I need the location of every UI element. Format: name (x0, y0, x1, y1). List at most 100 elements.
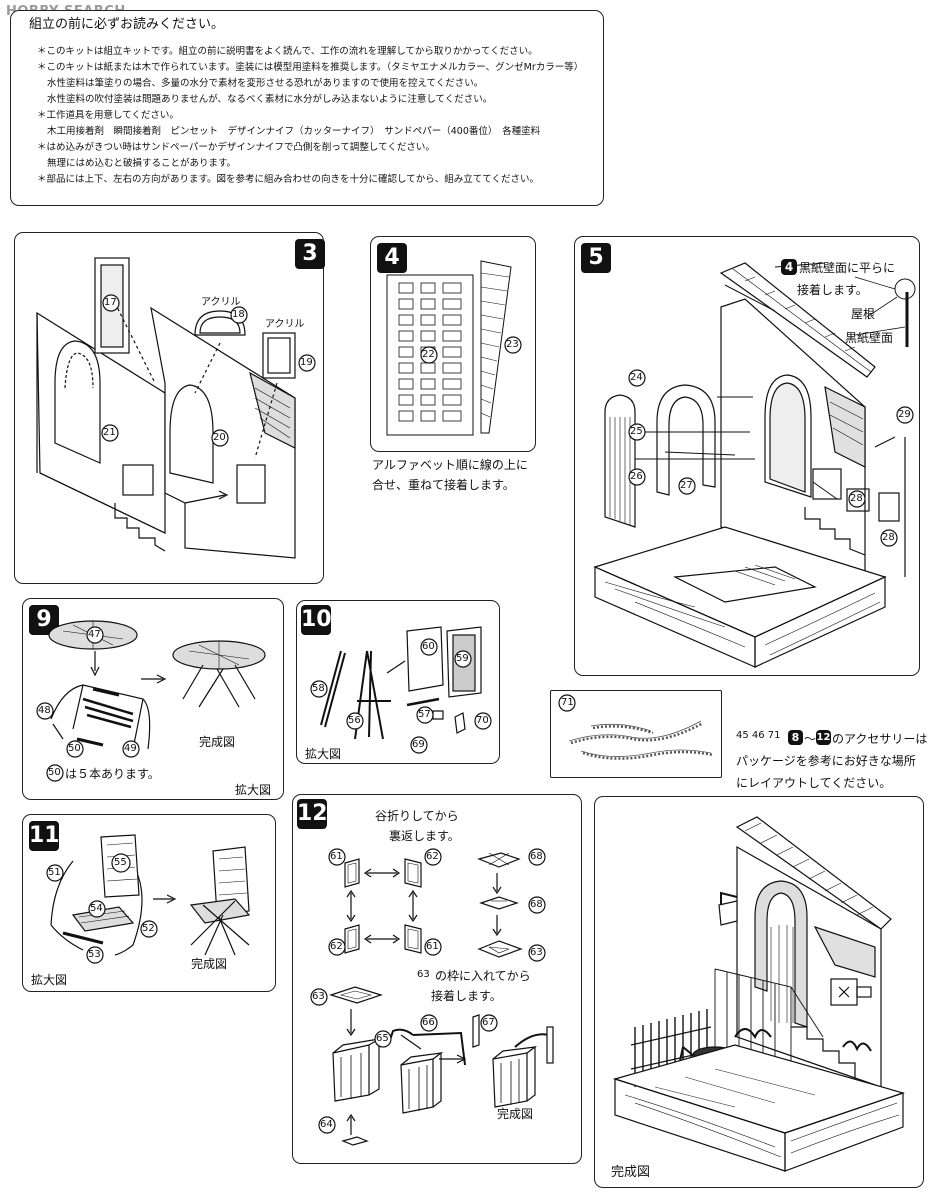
zoom-label: 拡大図 (31, 973, 68, 987)
notice-line: ＊はめ込みがきつい時はサンドペーパーかデザインナイフで凸側を削って調整してくださ… (37, 142, 435, 153)
part-number: 29 (898, 409, 911, 420)
notice-line: 無理にはめ込むと破損することがあります。 (47, 158, 237, 169)
fold-note: 谷折りしてから (375, 809, 459, 823)
accessory-note: パッケージを参考にお好きな場所 (736, 754, 916, 768)
step-ref-badge: 4 (781, 259, 797, 275)
part-number: 62 (330, 941, 343, 952)
accessory-note: のアクセサリーは (832, 732, 928, 746)
facade-assembly-illustration (593, 262, 916, 668)
part-number: 65 (376, 1033, 389, 1044)
part-number: 49 (124, 743, 137, 754)
step-9-panel: 9 47 48 49 50 完成図 50 は５本あります。 拡大図 (22, 598, 284, 800)
step-4-note: 合せ、重ねて接着します。 (372, 478, 515, 492)
part-number: 17 (104, 297, 117, 308)
part-number: 24 (630, 372, 643, 383)
step-11-panel: 11 55 51 54 52 53 完成図 拡大図 (22, 814, 276, 992)
notice-line: ＊工作道具を用意してください。 (37, 110, 179, 121)
notice-line: 水性塗料の吹付塗装は問題ありませんが、なるべく素材に水分がしみ込まないように注意… (47, 94, 493, 105)
part-number: 70 (476, 715, 489, 726)
step-number: 5 (581, 243, 611, 273)
part-number: 53 (88, 949, 101, 960)
part-number: 20 (213, 432, 226, 443)
part-number: 54 (90, 903, 103, 914)
notice-line: 木工用接着剤 瞬間接着剤 ピンセット デザインナイフ（カッターナイフ） サンドペ… (47, 126, 541, 137)
complete-label: 完成図 (497, 1107, 534, 1121)
notice-line: ＊このキットは組立キットです。組立の前に説明書をよく読んで、工作の流れを理解して… (37, 46, 538, 57)
accessory-note: にレイアウトしてください。 (736, 776, 892, 790)
part-number: 62 (426, 851, 439, 862)
part-number: 25 (630, 426, 643, 437)
step-5-note: 黒紙壁面に平らに (799, 261, 896, 275)
notice-line: ＊部品には上下、左右の方向があります。図を参考に組み合わせの向きを十分に確認して… (37, 174, 539, 185)
part-number: 59 (456, 653, 469, 664)
step-5-note: 接着します。 (797, 283, 868, 297)
notice-line: ＊このキットは紙または木で作られています。塗装には模型用塗料を推奨します。（タミ… (37, 62, 584, 73)
step-4-panel: 4 22 23 (370, 236, 536, 452)
part-number: 23 (506, 339, 519, 350)
part-number: 56 (348, 715, 361, 726)
part-71-panel: 71 (550, 690, 722, 778)
part-number: 52 (142, 923, 155, 934)
step-4-note: アルファベット順に線の上に (372, 458, 528, 472)
frame-note: 接着します。 (431, 989, 502, 1003)
wall-label: 黒紙壁面 (845, 331, 894, 345)
part-number: 51 (48, 867, 61, 878)
step-ref-badge: 8 (788, 730, 803, 745)
part-number: 28 (850, 493, 863, 504)
part-number: 63 (312, 991, 325, 1002)
step-10-panel: 10 60 59 58 56 57 70 69 拡大図 (296, 600, 500, 764)
final-caption: 完成図 (611, 1165, 651, 1180)
easel-assembly-illustration (310, 626, 492, 754)
part-number: 57 (418, 709, 431, 720)
part-number: 61 (426, 941, 439, 952)
part-number-ref: 63 (417, 969, 430, 980)
step-12-panel: 12 (292, 794, 582, 1164)
roof-tile-sheet-illustration (386, 260, 522, 436)
complete-label: 完成図 (199, 735, 236, 749)
step-number: 10 (301, 605, 332, 635)
part-number: 50 (68, 743, 81, 754)
step-3-panel: 3 (14, 232, 325, 584)
step-5-panel: 5 (574, 236, 920, 676)
part-number: 27 (680, 480, 693, 491)
step-ref-badge: 12 (816, 730, 831, 745)
part-number: 68 (530, 899, 543, 910)
step-number: 9 (29, 605, 59, 635)
part-number: 58 (312, 683, 325, 694)
notice-line: 水性塗料は筆塗りの場合、多量の水分で素材を変形させる恐れがありますので使用を控え… (47, 78, 484, 89)
part-number: 68 (530, 851, 543, 862)
part-number: 28 (882, 532, 895, 543)
chair-assembly-illustration (46, 834, 251, 964)
acrylic-label: アクリル (265, 319, 305, 330)
zoom-label: 拡大図 (305, 747, 342, 761)
notice-box: 組立の前に必ずお読みください。 ＊このキットは組立キットです。組立の前に説明書を… (10, 10, 604, 206)
completed-diorama-illustration (612, 816, 906, 1172)
part-number: 22 (422, 349, 435, 360)
part-number: 69 (412, 739, 425, 750)
part-number: 71 (561, 697, 574, 708)
part-number: 21 (103, 427, 116, 438)
step-number: 4 (377, 243, 407, 273)
roof-label: 屋根 (851, 307, 876, 321)
part-number: 18 (232, 309, 245, 320)
complete-label: 完成図 (191, 957, 228, 971)
lantern-assembly-illustration (310, 848, 554, 1146)
zoom-label: 拡大図 (235, 783, 272, 797)
part-number: 19 (300, 357, 313, 368)
step-number: 12 (297, 799, 328, 829)
accessory-tilde: 〜 (804, 732, 817, 746)
part-number: 64 (320, 1119, 333, 1130)
part-number: 67 (482, 1017, 495, 1028)
accessory-refs: 45 46 71 (736, 730, 781, 741)
part-number: 47 (88, 629, 101, 640)
part-number: 48 (38, 705, 51, 716)
final-panel: 完成図 (594, 796, 924, 1188)
table-assembly-illustration (36, 620, 266, 782)
part-number-markers (101, 294, 316, 447)
acrylic-label: アクリル (201, 297, 241, 308)
step-number: 3 (295, 239, 325, 269)
wall-assembly-illustration (36, 257, 316, 559)
part-number: 55 (114, 857, 127, 868)
fold-note: 裏返します。 (389, 829, 460, 843)
step-number: 11 (29, 821, 60, 851)
